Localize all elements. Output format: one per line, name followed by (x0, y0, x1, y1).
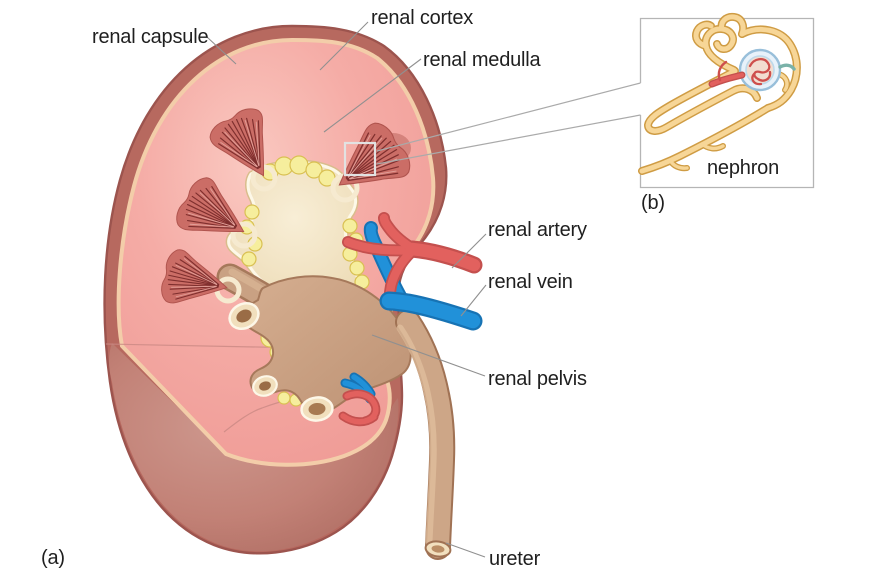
label-renal-medulla: renal medulla (423, 49, 541, 71)
ureter-tube (395, 309, 456, 560)
calyx-ring (252, 375, 278, 397)
leader-lines (206, 21, 487, 558)
calyx-ring (300, 396, 334, 422)
magnifier-square (343, 141, 377, 177)
inset-border (639, 17, 815, 189)
renal-vein-trunk (379, 291, 483, 331)
renal-artery (342, 212, 483, 309)
label-renal-capsule: renal capsule (92, 26, 209, 48)
label-renal-pelvis: renal pelvis (488, 368, 587, 390)
nephron-inset (638, 12, 815, 189)
calyx-ring (228, 302, 260, 330)
label-nephron: nephron (707, 157, 779, 179)
segmental-vessels (338, 372, 381, 427)
label-renal-vein: renal vein (488, 271, 573, 293)
label-renal-cortex: renal cortex (371, 7, 474, 29)
renal-pyramids (158, 102, 418, 315)
label-renal-artery: renal artery (488, 219, 587, 241)
efferent-stub (778, 63, 796, 71)
panel-tag-a: (a) (41, 547, 65, 569)
label-ureter: ureter (489, 548, 541, 570)
callout-wedge-lines (376, 82, 641, 165)
panel-tag-b: (b) (641, 192, 665, 214)
glomerulus (708, 48, 796, 92)
